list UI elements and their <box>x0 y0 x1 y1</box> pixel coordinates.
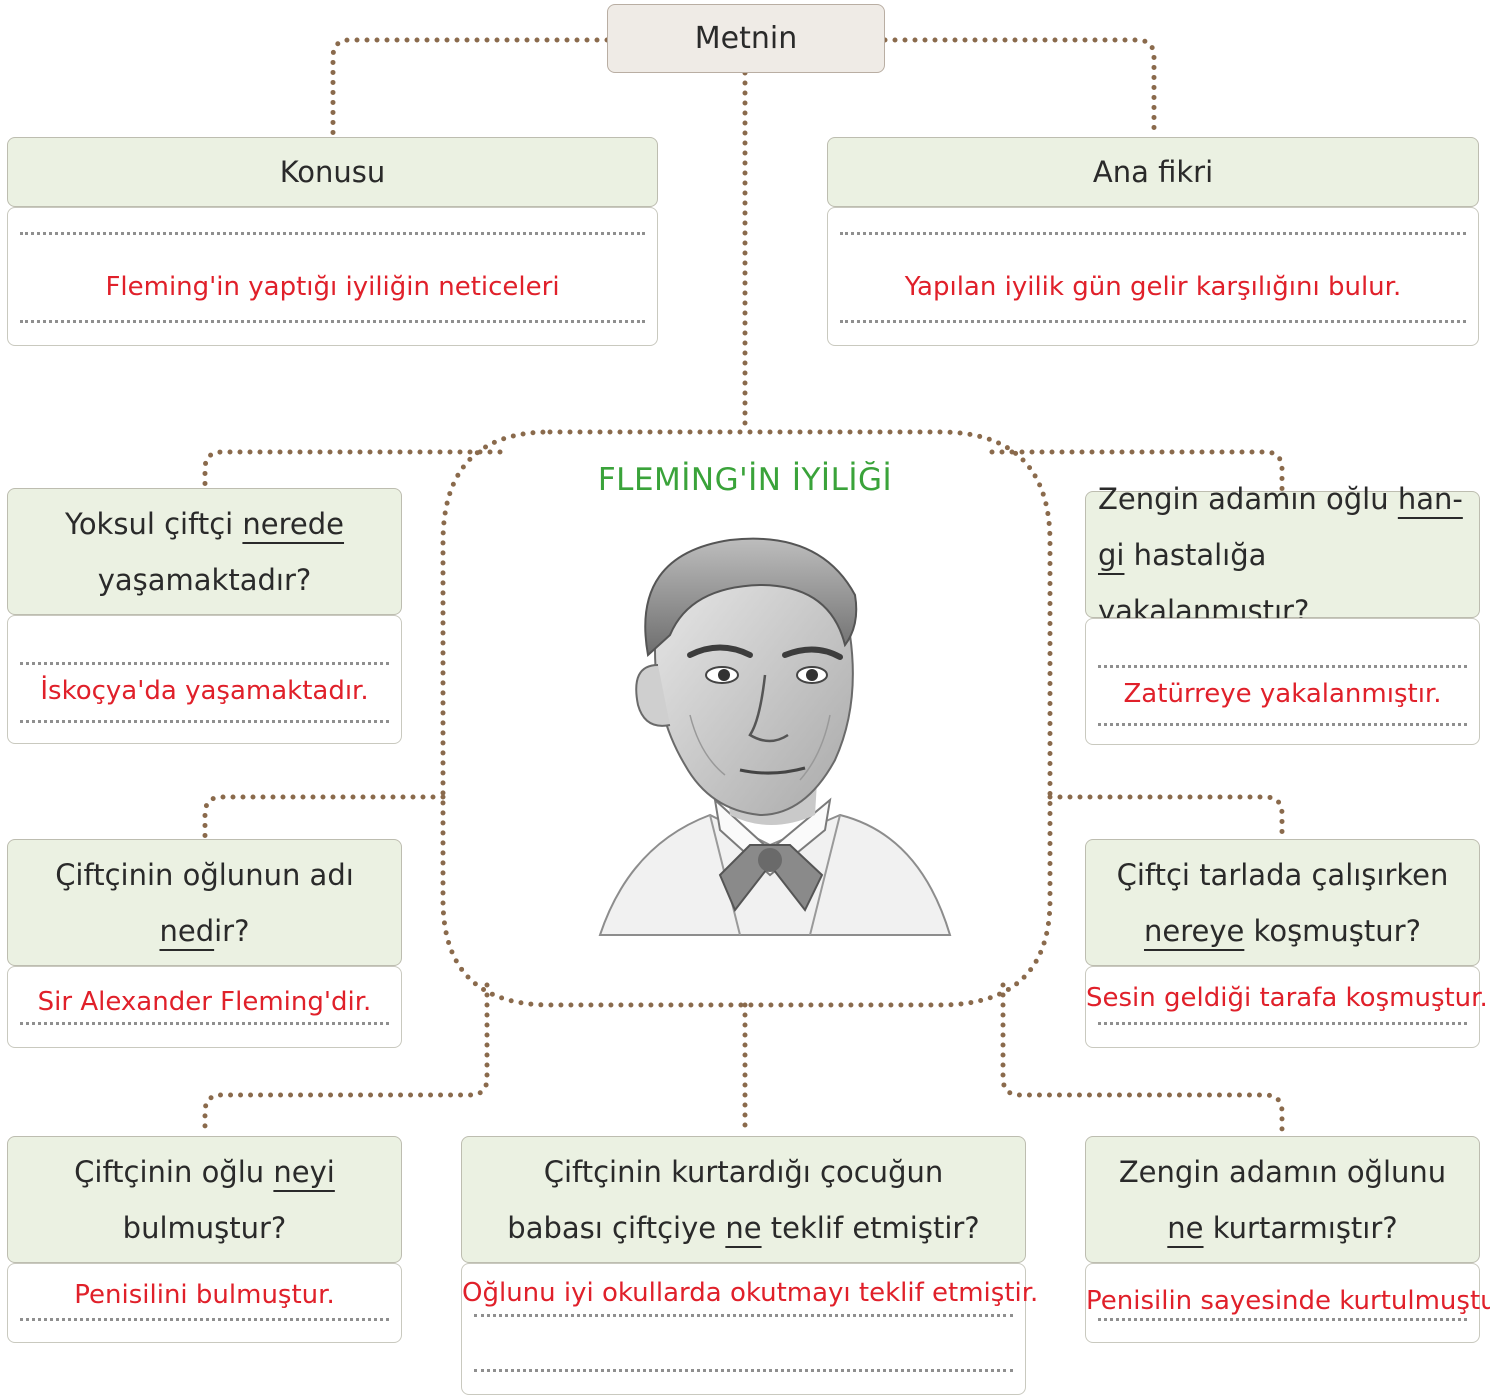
answer-line <box>20 1022 389 1025</box>
q2-question: Zengin adamın oğlu han- gi hastalığa yak… <box>1085 482 1480 628</box>
answer-line <box>474 1369 1013 1372</box>
center-title: FLEMİNG'İN İYİLİĞİ <box>597 462 893 498</box>
q6-text-line2: babası çiftçiye <box>507 1210 726 1245</box>
konusu-answer-box: Fleming'in yaptığı iyiliğin neticeleri <box>7 207 658 346</box>
q3-answer-box: Sir Alexander Fleming'dir. <box>7 966 402 1048</box>
q2-text: Zengin adamın oğlu <box>1098 481 1398 516</box>
q4-question: Çiftçi tarlada çalışırken nereye koşmuşt… <box>1085 839 1480 966</box>
ana-fikri-label: Ana fikri <box>1092 155 1214 189</box>
q6-text: Çiftçinin kurtardığı çocuğun <box>543 1154 944 1189</box>
q6-keyword: ne <box>725 1210 762 1245</box>
konusu-label: Konusu <box>279 155 386 189</box>
q4-text: Çiftçi tarlada çalışırken <box>1116 857 1449 892</box>
q5-text-line2: bulmuştur? <box>122 1210 287 1245</box>
root-node: Metnin <box>607 4 885 73</box>
q2-text-line2: hastalığa yakalanmıştır? <box>1098 537 1310 628</box>
q7-answer: Penisilin sayesinde kurtulmuştur. <box>1086 1286 1490 1316</box>
q6-question: Çiftçinin kurtardığı çocuğun babası çift… <box>461 1136 1026 1263</box>
answer-line <box>1098 1318 1467 1321</box>
q1-text-line2: yaşamaktadır? <box>97 562 312 597</box>
q7-answer-box: Penisilin sayesinde kurtulmuştur. <box>1085 1263 1490 1343</box>
answer-line <box>474 1314 1013 1317</box>
q5-text: Çiftçinin oğlu <box>74 1154 274 1189</box>
answer-line <box>1098 665 1467 668</box>
konusu-header: Konusu <box>7 137 658 207</box>
q1-question: Yoksul çiftçi nerede yaşamaktadır? <box>7 488 402 615</box>
answer-line <box>20 662 389 665</box>
q1-answer: İskoçya'da yaşamaktadır. <box>40 676 369 706</box>
q1-keyword: nerede <box>242 506 345 541</box>
q4-answer: Sesin geldiği tarafa koşmuştur. <box>1086 983 1488 1013</box>
q5-keyword: neyi <box>273 1154 335 1189</box>
q2-answer-box: Zatürreye yakalanmıştır. <box>1085 618 1480 745</box>
answer-line <box>1098 1022 1467 1025</box>
q3-text: Çiftçinin oğlunun adı <box>55 857 354 892</box>
q7-text: Zengin adamın oğlunu <box>1118 1154 1447 1189</box>
q1-answer-box: İskoçya'da yaşamaktadır. <box>7 615 402 744</box>
answer-line <box>840 320 1466 323</box>
q4-text-line2: koşmuştur? <box>1244 913 1421 948</box>
q3-question: Çiftçinin oğlunun adı nedir? <box>7 839 402 966</box>
q5-answer-box: Penisilini bulmuştur. <box>7 1263 402 1343</box>
q6-answer-box: Oğlunu iyi okullarda okutmayı teklif etm… <box>461 1263 1039 1395</box>
q4-answer-box: Sesin geldiği tarafa koşmuştur. <box>1085 966 1488 1048</box>
q3-keyword: ned <box>159 913 215 948</box>
q5-answer: Penisilini bulmuştur. <box>74 1280 335 1310</box>
q2-keyword-cont: gi <box>1098 537 1125 572</box>
konusu-answer: Fleming'in yaptığı iyiliğin neticeleri <box>105 272 560 302</box>
answer-line <box>20 232 645 235</box>
q6-answer: Oğlunu iyi okullarda okutmayı teklif etm… <box>462 1278 1039 1308</box>
ana-fikri-header: Ana fikri <box>827 137 1479 207</box>
q3-answer: Sir Alexander Fleming'dir. <box>37 987 372 1017</box>
root-label: Metnin <box>694 21 798 56</box>
ana-fikri-answer: Yapılan iyilik gün gelir karşılığını bul… <box>904 272 1402 302</box>
answer-line <box>1098 723 1467 726</box>
answer-line <box>20 1318 389 1321</box>
q3-text-line2: ir? <box>214 913 250 948</box>
q7-keyword: ne <box>1167 1210 1204 1245</box>
q2-keyword: han- <box>1397 481 1463 516</box>
q4-keyword: nereye <box>1143 913 1245 948</box>
q1-text: Yoksul çiftçi <box>64 506 243 541</box>
q6-text-line2-end: teklif etmiştir? <box>761 1210 980 1245</box>
answer-line <box>20 320 645 323</box>
answer-line <box>840 232 1466 235</box>
q7-text-line2: kurtarmıştır? <box>1203 1210 1398 1245</box>
ana-fikri-answer-box: Yapılan iyilik gün gelir karşılığını bul… <box>827 207 1479 346</box>
portrait-illustration <box>598 537 952 936</box>
q5-question: Çiftçinin oğlu neyi bulmuştur? <box>7 1136 402 1263</box>
answer-line <box>20 720 389 723</box>
q7-question: Zengin adamın oğlunu ne kurtarmıştır? <box>1085 1136 1480 1263</box>
q2-answer: Zatürreye yakalanmıştır. <box>1123 679 1442 709</box>
